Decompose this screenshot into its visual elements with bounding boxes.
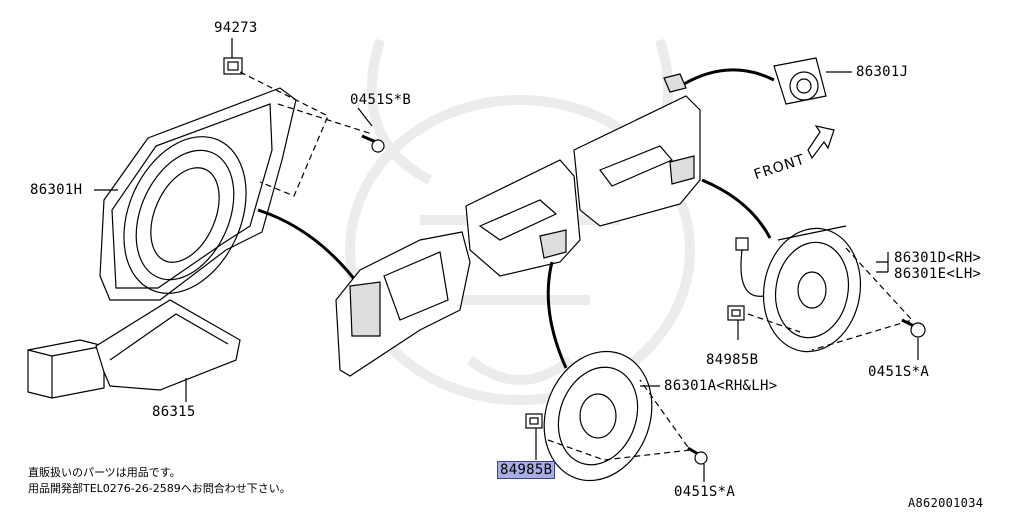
diagram-id: A862001034 — [908, 496, 984, 510]
quarter-trim-panel — [335, 231, 471, 377]
part-label-84985b-highlighted[interactable]: 84985B — [496, 461, 556, 479]
part-label-86315: 86315 — [152, 404, 196, 420]
part-label-0451s-a-bottom: 0451S*A — [674, 484, 736, 500]
part-label-0451s-b: 0451S*B — [350, 92, 412, 108]
clip-94273 — [223, 57, 243, 75]
part-label-94273: 94273 — [214, 20, 258, 36]
screw-0451s-a-right — [901, 318, 926, 338]
screw-0451s-b — [361, 134, 385, 153]
tweeter-86301j — [663, 57, 827, 105]
front-speaker-86301d-e — [735, 225, 862, 353]
clip-84985b-right — [727, 305, 745, 321]
front-door-trim — [573, 95, 701, 227]
trim-piece-86315 — [27, 299, 241, 399]
part-label-0451s-a-right: 0451S*A — [868, 364, 930, 380]
part-label-86301e: 86301E<LH> — [894, 266, 982, 282]
part-label-86301h: 86301H — [30, 182, 83, 198]
part-label-84985b-right: 84985B — [706, 352, 759, 368]
part-label-86301d: 86301D<RH> — [894, 250, 982, 266]
rear-door-trim — [465, 159, 581, 277]
part-label-86301a: 86301A<RH&LH> — [664, 378, 778, 394]
screw-0451s-a-bottom — [687, 446, 708, 465]
watermark-emblem — [345, 38, 695, 405]
clip-84985b-bottom — [525, 413, 543, 429]
note-line-2: 用品開発部TEL0276-26-2589へお問合わせ下さい。 — [28, 482, 291, 495]
rear-speaker-panel-86301h — [99, 87, 297, 301]
part-label-86301j: 86301J — [856, 64, 909, 80]
note-line-1: 直販扱いのパーツは用品です。 — [28, 466, 181, 479]
front-arrow-icon — [807, 125, 835, 160]
